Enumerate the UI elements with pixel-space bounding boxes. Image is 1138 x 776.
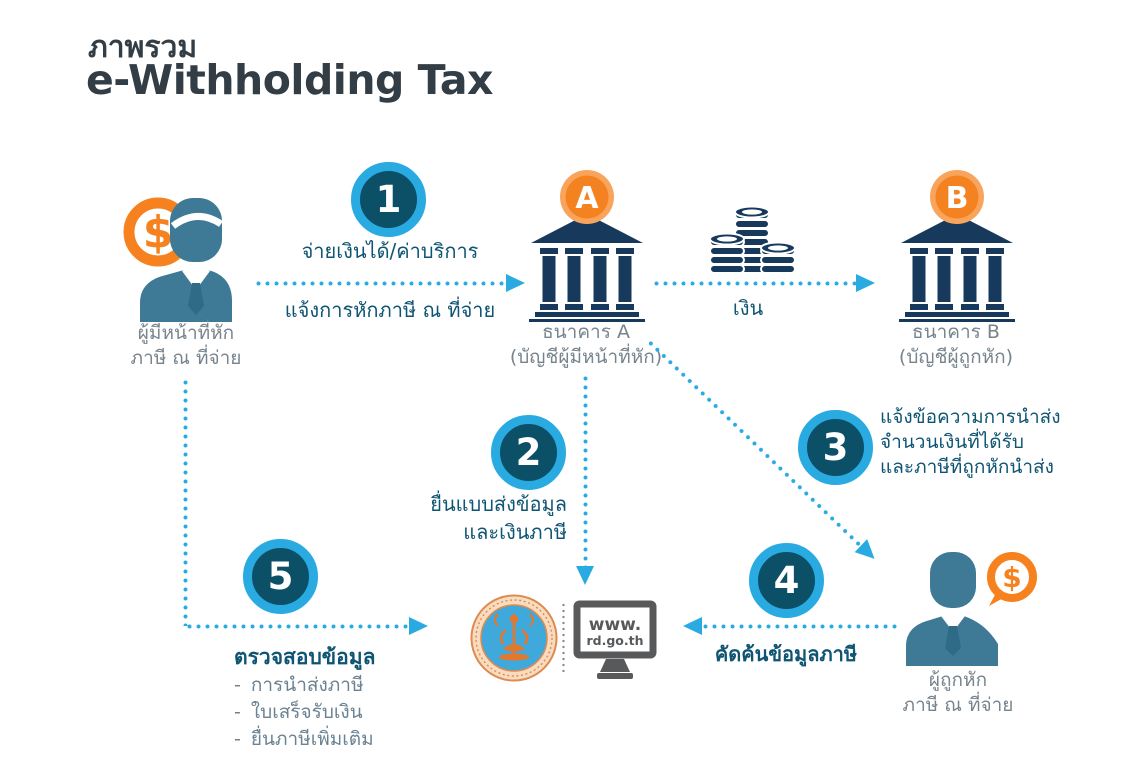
step-5-label: ตรวจสอบข้อมูล [234,645,376,669]
step-2-number: 2 [515,431,542,474]
list-item: -การนำส่งภาษี [234,674,364,696]
arrow-payee-to-rd-line [701,624,901,629]
payer-person-icon: $ [118,182,253,322]
step-2-badge: 2 [491,415,566,490]
rd-url-line1: www. [589,615,642,635]
rd-website-monitor-icon: www. rd.go.th [572,599,658,681]
list-item: -ยื่นภาษีเพิ่มเติม [234,728,374,750]
step-4-label: คัดค้นข้อมูลภาษี [714,642,858,666]
arrow-payer-to-rd-head [409,617,428,635]
step-3-number: 3 [822,426,849,469]
arrow-payer-to-bank-a-line [254,281,506,286]
payee-label: ผู้ถูกหัก ภาษี ณ ที่จ่าย [902,669,1014,716]
arrow-bank-a-to-bank-b-line [652,281,856,286]
coins-icon [706,203,798,277]
money-label: เงิน [732,296,764,320]
step-1-number: 1 [375,178,402,221]
bank-b-label: ธนาคาร B (บัญชีผู้ถูกหัก) [898,321,1014,368]
arrow-payee-to-rd-head [683,617,702,635]
payer-label: ผู้มีหน้าที่หัก ภาษี ณ ที่จ่าย [130,322,242,369]
arrow-payer-to-rd-horizontal-line [185,624,409,629]
step-3-label: แจ้งข้อความการนำส่ง จำนวนเงินที่ได้รับ แ… [880,406,1061,478]
rd-url-line2: rd.go.th [586,633,643,648]
bank-a-label: ธนาคาร A (บัญชีผู้มีหน้าที่หัก) [509,321,663,368]
step-3-badge: 3 [798,410,873,485]
step-1-label-below: แจ้งการหักภาษี ณ ที่จ่าย [284,298,496,322]
step-5-badge: 5 [243,539,318,614]
bank-a-badge-letter: A [575,181,599,216]
page-title: e-Withholding Tax [86,56,493,104]
list-item: -ใบเสร็จรับเงิน [234,701,363,723]
page-title-thai: ภาพรวม [88,30,198,65]
step-2-label: ยื่นแบบส่งข้อมูล และเงินภาษี [430,492,567,544]
payee-person-icon: $ [900,550,1040,666]
arrow-payer-to-bank-a-head [506,274,525,292]
step-5-checklist: -การนำส่งภาษี -ใบเสร็จรับเงิน -ยื่นภาษีเ… [234,672,374,753]
arrow-bank-a-to-bank-b-head [856,274,875,292]
svg-text:$: $ [1002,561,1021,594]
arrow-bank-a-to-rd-line [583,374,588,566]
arrow-bank-a-to-rd-head [576,566,594,585]
bank-b-badge-letter: B [946,181,969,216]
step-1-label-above: จ่ายเงินได้/ค่าบริการ [301,239,479,263]
svg-text:$: $ [143,207,174,258]
bank-b-icon: B [897,170,1017,322]
step-4-badge: 4 [749,543,824,618]
rd-divider [562,602,565,672]
step-4-number: 4 [773,559,800,602]
arrow-payer-to-rd-vertical-line [183,378,188,626]
bank-a-icon: A [527,170,647,322]
step-5-number: 5 [267,555,294,598]
revenue-department-seal-icon [470,594,558,682]
step-1-badge: 1 [351,162,426,237]
